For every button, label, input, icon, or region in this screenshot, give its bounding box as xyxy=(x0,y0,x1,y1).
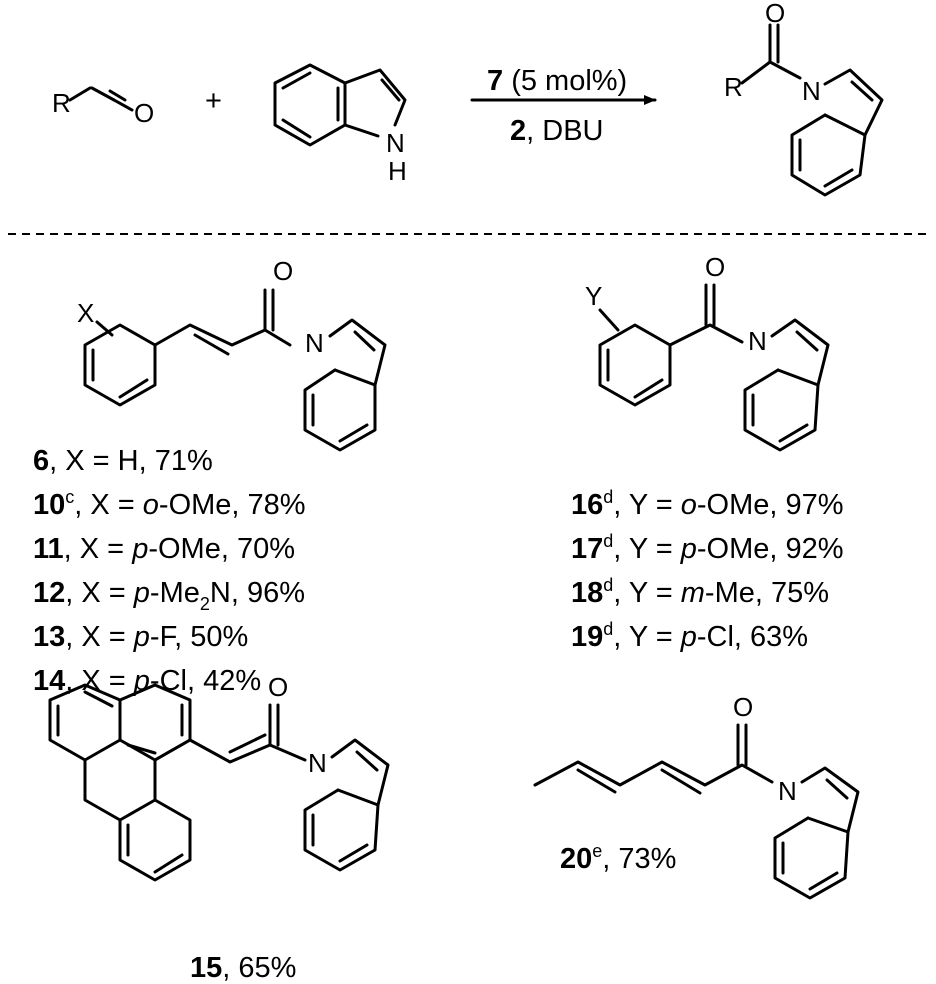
cinnamoyl-indole-structure: X O N xyxy=(77,256,387,452)
svg-text:2, DBU: 2, DBU xyxy=(510,115,603,147)
y-substituent-label: Y xyxy=(585,281,602,311)
x-substituent-label: X xyxy=(77,298,94,328)
compound-list-y: 16d, Y = o-OMe, 97% 17d, Y = p-OMe, 92% … xyxy=(571,487,844,653)
catalyst-loading: (5 mol%) xyxy=(511,65,627,97)
compound-11-entry: 11, X = p-OMe, 70% xyxy=(33,533,295,565)
compound-10-entry: 10c, X = o-OMe, 78% xyxy=(33,487,306,521)
n-label-20: N xyxy=(778,776,797,806)
aldehyde-reactant: R O xyxy=(52,86,154,128)
svg-text:7 (5 mol%): 7 (5 mol%) xyxy=(487,65,627,97)
compound-6-entry: 6, X = H, 71% xyxy=(33,445,213,477)
indole-reactant: N H xyxy=(273,63,407,186)
aldehyde-r-label: R xyxy=(52,88,71,118)
product-r-label: R xyxy=(724,72,743,102)
product-o-label: O xyxy=(765,0,785,28)
compound-18-entry: 18d, Y = m-Me, 75% xyxy=(571,575,829,609)
compound-20-structure: O N xyxy=(533,692,860,900)
compound-list-x: 6, X = H, 71% 10c, X = o-OMe, 78% 11, X … xyxy=(33,445,306,697)
compound-19-entry: 19d, Y = p-Cl, 63% xyxy=(571,619,808,653)
indole-h-label: H xyxy=(388,156,407,186)
plus-sign: + xyxy=(205,85,222,117)
compound-20-entry: 20e, 73% xyxy=(560,841,676,875)
o-label-15: O xyxy=(268,672,288,702)
n-label-6: N xyxy=(305,328,324,358)
compound-14-entry: 14, X = p-Cl, 42% xyxy=(33,665,261,697)
n-label-15: N xyxy=(308,748,327,778)
o-label-6: O xyxy=(273,256,293,286)
product-n-label: N xyxy=(802,76,821,106)
n-acylindole-product: R O N xyxy=(724,0,884,197)
compound-13-entry: 13, X = p-F, 50% xyxy=(33,621,248,653)
reagent-text: , DBU xyxy=(526,115,603,147)
compound-12-entry: 12, X = p-Me2N, 96% xyxy=(33,577,305,614)
reagent-number: 2 xyxy=(510,115,526,147)
compound-17-entry: 17d, Y = p-OMe, 92% xyxy=(571,531,844,565)
n-label-16: N xyxy=(748,326,767,356)
benzoyl-indole-structure: Y O N xyxy=(585,252,830,452)
reaction-arrow: 7 (5 mol%) 2, DBU xyxy=(470,65,657,147)
o-label-20: O xyxy=(733,692,753,722)
aldehyde-o-label: O xyxy=(134,98,154,128)
o-label-16: O xyxy=(705,252,725,282)
catalyst-number: 7 xyxy=(487,65,503,97)
indole-n-label: N xyxy=(386,128,405,158)
compound-15-structure: O N xyxy=(48,672,390,882)
compound-16-entry: 16d, Y = o-OMe, 97% xyxy=(571,487,844,521)
compound-15-entry: 15, 65% xyxy=(190,952,296,984)
